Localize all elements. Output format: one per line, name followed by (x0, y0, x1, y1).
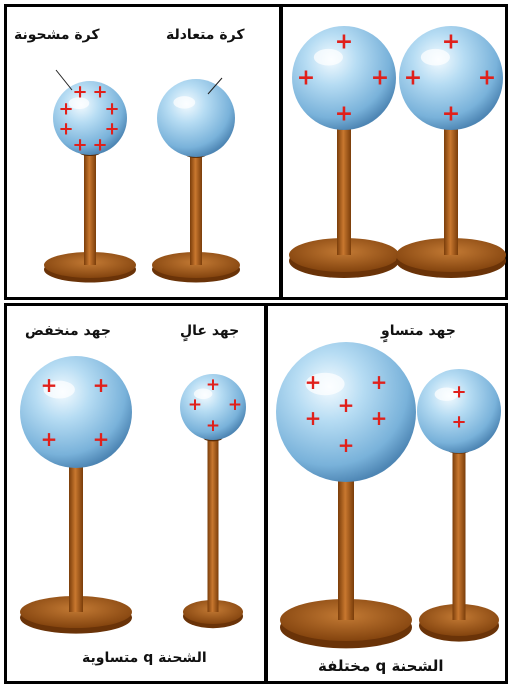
plus-charge-sign: + (305, 370, 322, 394)
stand-rod (337, 114, 351, 255)
plus-charge-sign: + (104, 99, 119, 120)
big-sphere-touching: + + + + + + (276, 342, 416, 648)
plus-charge-sign: + (335, 102, 353, 127)
stand-rod (190, 145, 202, 265)
plus-charge-sign: + (93, 373, 110, 397)
plus-charge-sign: + (297, 66, 315, 91)
plus-charge-sign: + (442, 102, 460, 127)
charged-sphere-stand: ++++++++ (44, 81, 136, 283)
plus-charge-sign: + (72, 135, 87, 156)
stand-rod (69, 451, 83, 612)
large-sphere-right: + + + + (396, 26, 506, 278)
label-charged-sphere: كرة مشحونة (14, 27, 100, 43)
small-sphere-touching: ++ (417, 369, 501, 642)
stand-rod (444, 114, 458, 255)
sphere-highlight (173, 96, 195, 108)
plus-charge-sign: + (72, 82, 87, 103)
stand-rod (338, 461, 354, 620)
large-sphere-left: + + + + (289, 26, 399, 278)
pointer-line-charged (56, 70, 72, 90)
stand-rod (208, 430, 219, 612)
high-potential-stand: ++++ (180, 374, 246, 628)
plus-charge-sign: + (442, 30, 460, 55)
caption-equal-charge: الشحنة q متساوية (82, 650, 207, 666)
plus-charge-sign: + (92, 135, 107, 156)
sphere (157, 79, 235, 157)
plus-charge-sign: + (58, 99, 73, 120)
sphere (20, 356, 132, 468)
plus-charge-sign: + (371, 66, 389, 91)
plus-charge-sign: + (451, 412, 466, 433)
low-potential-stand: + + + + (20, 356, 132, 634)
label-high-potential: جهد عالٍ (180, 323, 239, 339)
plus-charge-sign: + (338, 433, 355, 457)
stand-rod (453, 440, 466, 620)
label-low-potential: جهد منخفض (25, 323, 111, 339)
plus-charge-sign: + (335, 30, 353, 55)
stand-rod (84, 144, 96, 265)
plus-charge-sign: + (188, 395, 202, 415)
plus-charge-sign: + (41, 427, 58, 451)
plus-charge-sign: + (41, 373, 58, 397)
plus-charge-sign: + (58, 119, 73, 140)
plus-charge-sign: + (404, 66, 422, 91)
plus-charge-sign: + (305, 406, 322, 430)
neutral-sphere-stand (152, 79, 240, 283)
plus-charge-sign: + (93, 427, 110, 451)
plus-charge-sign: + (206, 375, 220, 395)
plus-charge-sign: + (206, 416, 220, 436)
label-equal-potential: جهد متساوٍ (381, 323, 456, 339)
plus-charge-sign: + (371, 406, 388, 430)
label-neutral-sphere: كرة متعادلة (166, 27, 244, 43)
plus-charge-sign: + (371, 370, 388, 394)
plus-charge-sign: + (451, 382, 466, 403)
caption-different-charge: الشحنة q مختلفة (318, 657, 444, 675)
plus-charge-sign: + (338, 393, 355, 417)
plus-charge-sign: + (228, 395, 242, 415)
plus-charge-sign: + (478, 66, 496, 91)
